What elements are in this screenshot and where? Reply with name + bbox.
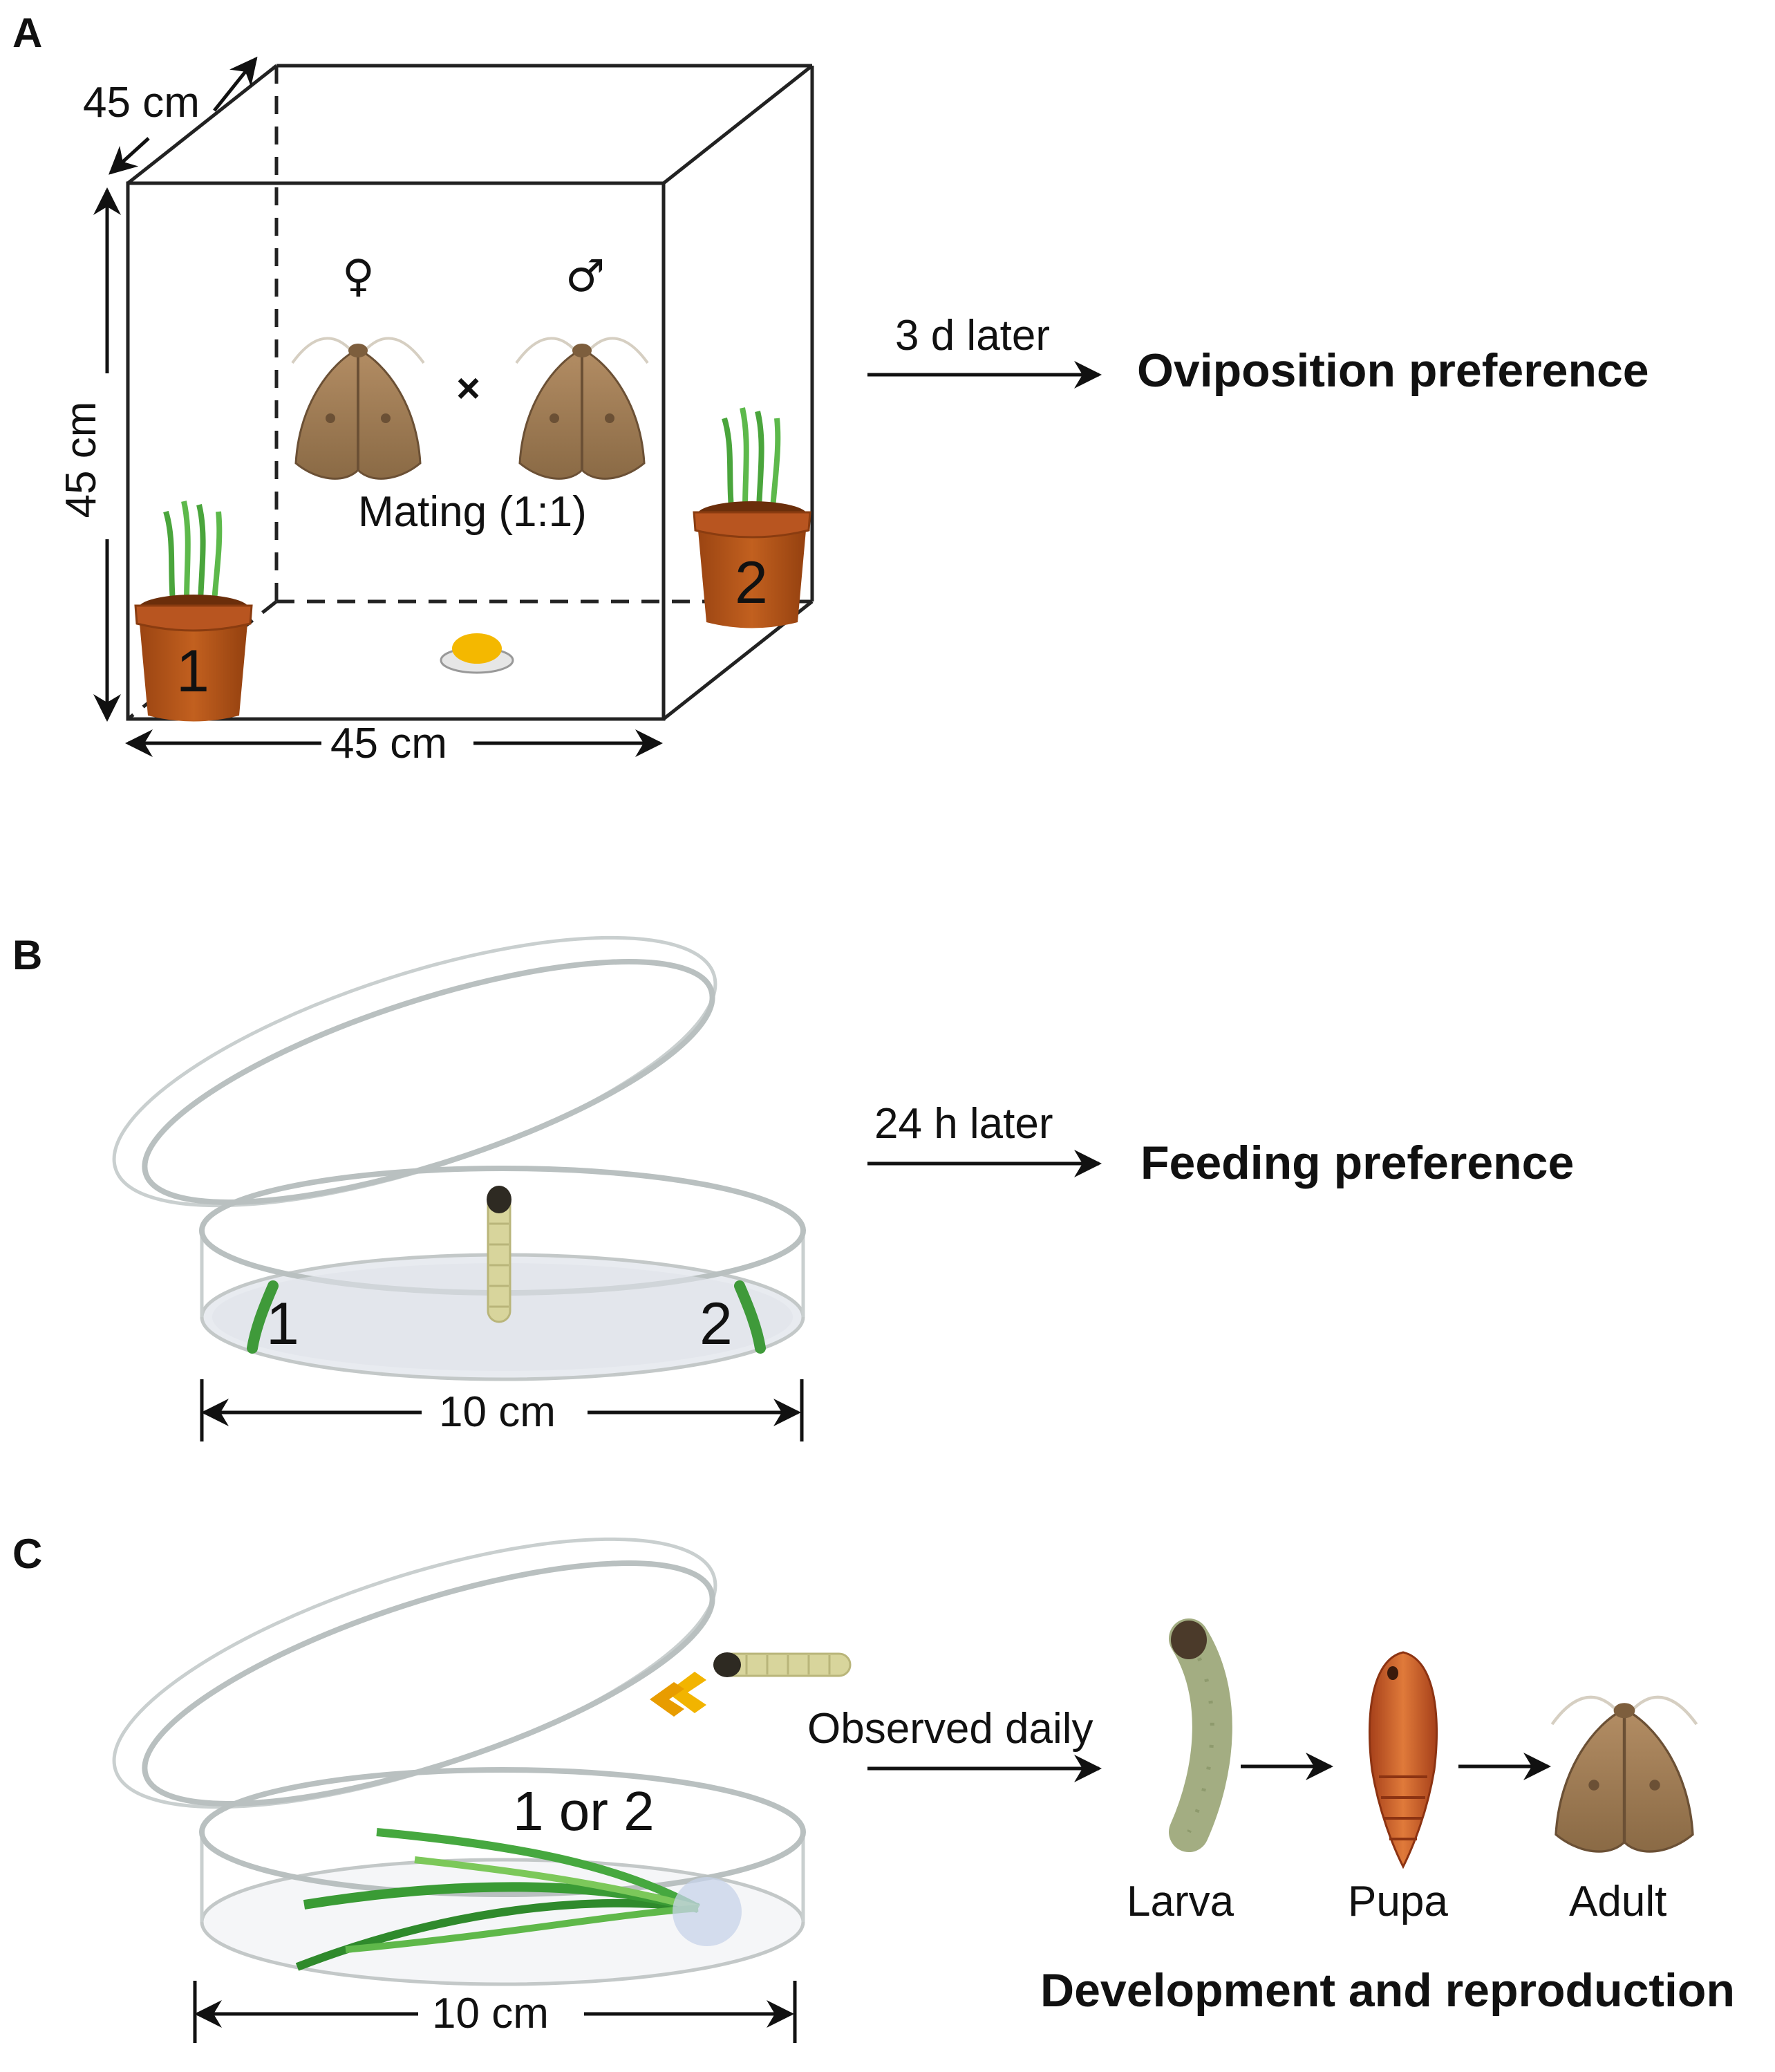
egg-icon — [440, 633, 514, 674]
mating-label: Mating (1:1) — [358, 488, 587, 536]
chevron-icon — [650, 1672, 706, 1717]
leaf-number-2: 2 — [699, 1291, 733, 1357]
panel-label-c: C — [12, 1531, 43, 1577]
dimension-label-c: 10 cm — [432, 1990, 549, 2037]
arrow-label-b: 24 h later — [874, 1100, 1053, 1148]
stage-label-adult: Adult — [1569, 1878, 1667, 1925]
pupa-icon — [1369, 1651, 1438, 1869]
larva-icon — [487, 1186, 511, 1323]
arrow-label-c: Observed daily — [807, 1705, 1093, 1753]
stage-label-pupa: Pupa — [1348, 1878, 1448, 1925]
width-label: 45 cm — [330, 720, 447, 767]
male-symbol: ♂ — [565, 251, 605, 302]
depth-arrow — [109, 137, 150, 175]
larva-icon — [1169, 1618, 1232, 1852]
petri-dish-icon — [112, 935, 806, 1381]
pot-number-2: 2 — [735, 550, 768, 616]
height-label: 45 cm — [57, 401, 105, 519]
stage-label-larva: Larva — [1127, 1878, 1234, 1925]
leaf-icon — [734, 1280, 766, 1354]
dimension-label-b: 10 cm — [439, 1388, 556, 1436]
arrow-label-a: 3 d later — [895, 312, 1051, 360]
moth-icon — [1552, 1697, 1697, 1851]
leaf-icon — [247, 1280, 279, 1354]
dish-label: 1 or 2 — [513, 1780, 655, 1842]
female-symbol: ♀ — [342, 251, 375, 302]
moth-icon — [515, 337, 649, 480]
panel-label-a: A — [12, 10, 43, 56]
pot-number-1: 1 — [176, 638, 209, 704]
moth-icon — [291, 337, 425, 480]
depth-arrow — [213, 56, 258, 112]
larva-icon — [713, 1652, 852, 1677]
rice-seedling-icon — [295, 1828, 742, 1971]
leaf-number-1: 1 — [266, 1291, 299, 1357]
result-b: Feeding preference — [1140, 1137, 1575, 1189]
panel-label-b: B — [12, 932, 43, 978]
result-c: Development and reproduction — [1040, 1964, 1735, 2017]
depth-label: 45 cm — [83, 79, 200, 127]
cross-symbol: × — [456, 365, 481, 411]
cage-diagram — [126, 64, 814, 721]
result-a: Oviposition preference — [1137, 344, 1649, 397]
